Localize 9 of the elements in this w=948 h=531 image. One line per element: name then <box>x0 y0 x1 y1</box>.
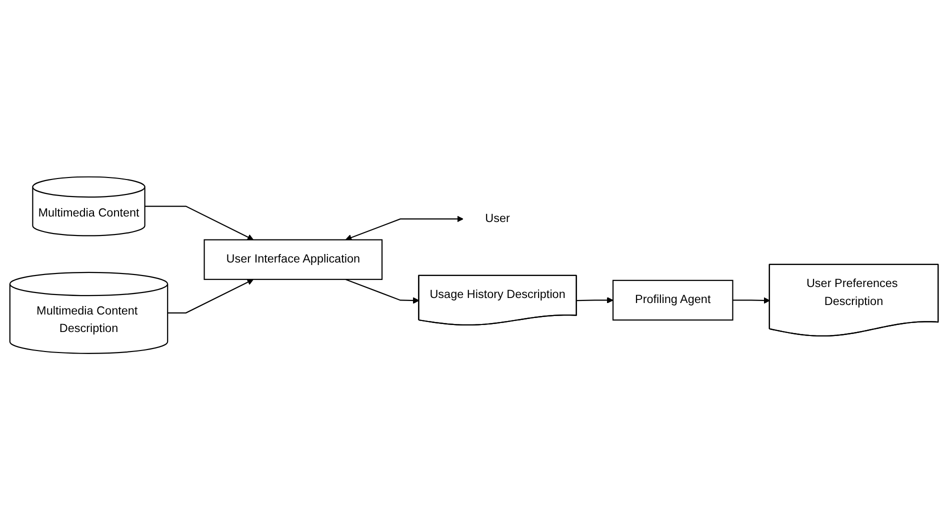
arrow <box>576 297 614 304</box>
arrow <box>144 206 254 240</box>
arrow <box>732 298 770 304</box>
node-box: User Interface Application <box>204 240 383 280</box>
node-box: Profiling Agent <box>612 280 734 321</box>
node-text: User <box>485 212 510 226</box>
arrow <box>345 216 464 241</box>
arrow <box>168 279 254 314</box>
arrow <box>345 279 420 304</box>
